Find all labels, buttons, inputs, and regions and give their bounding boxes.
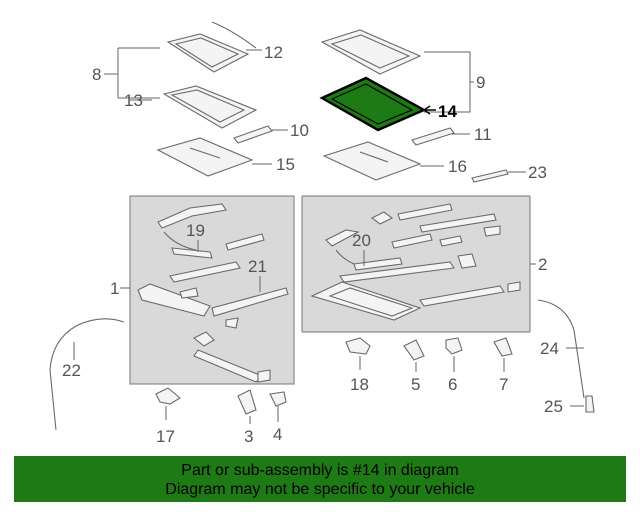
callout-23: 23: [528, 163, 547, 182]
bracket-17: [155, 387, 181, 405]
banner-line-1: Part or sub-assembly is #14 in diagram: [181, 462, 459, 479]
callout-10: 10: [290, 121, 309, 140]
weatherstrip-12: [211, 21, 257, 49]
housing-parts-1: [137, 203, 289, 383]
callout-8: 8: [92, 65, 101, 84]
banner-line-2: Diagram may not be specific to your vehi…: [165, 481, 475, 498]
callout-13: 13: [124, 91, 143, 110]
bracket-5: [403, 339, 425, 361]
callout-25: 25: [544, 397, 563, 416]
callout-2: 2: [538, 255, 547, 274]
callout-1: 1: [110, 279, 119, 298]
drain-hose-24: [537, 299, 585, 399]
callout-22: 22: [62, 361, 81, 380]
info-banner: Part or sub-assembly is #14 in diagram D…: [14, 456, 626, 502]
deflector-11: [411, 127, 455, 146]
callout-21: 21: [248, 257, 267, 276]
callout-14: 14: [438, 102, 457, 121]
callout-15: 15: [276, 155, 295, 174]
bracket-4: [269, 391, 287, 407]
drain-hose-23: [471, 169, 509, 183]
callout-9: 9: [476, 73, 485, 92]
callout-11: 11: [474, 125, 492, 144]
glass-panel-right: [320, 29, 422, 75]
callout-16: 16: [448, 157, 467, 176]
callout-3: 3: [244, 427, 253, 446]
parts-diagram: 8 12 13 10 15 9 14 11 16 23: [49, 21, 595, 446]
housing-parts-2: [310, 203, 521, 321]
bracket-7: [493, 337, 513, 357]
glass-panel-left: [166, 33, 250, 73]
callout-6: 6: [448, 375, 457, 394]
sunshade-15: [156, 137, 254, 177]
bracket-3: [237, 389, 257, 415]
deflector-10: [233, 125, 273, 144]
sunshade-16: [322, 141, 422, 181]
bracket-18: [345, 337, 371, 355]
callout-19: 19: [186, 221, 205, 240]
callout-20: 20: [352, 231, 371, 250]
callout-12: 12: [264, 43, 283, 62]
seal-frame-14-highlighted: [319, 76, 427, 132]
bracket-6: [445, 337, 463, 355]
callout-24: 24: [540, 339, 559, 358]
callout-18: 18: [350, 375, 369, 394]
callout-17: 17: [156, 427, 175, 446]
drain-hose-22: [49, 318, 125, 431]
callout-7: 7: [499, 375, 508, 394]
callout-5: 5: [411, 375, 420, 394]
seal-frame-13: [162, 85, 258, 129]
drain-grommet-25: [585, 395, 595, 413]
callout-4: 4: [273, 425, 282, 444]
